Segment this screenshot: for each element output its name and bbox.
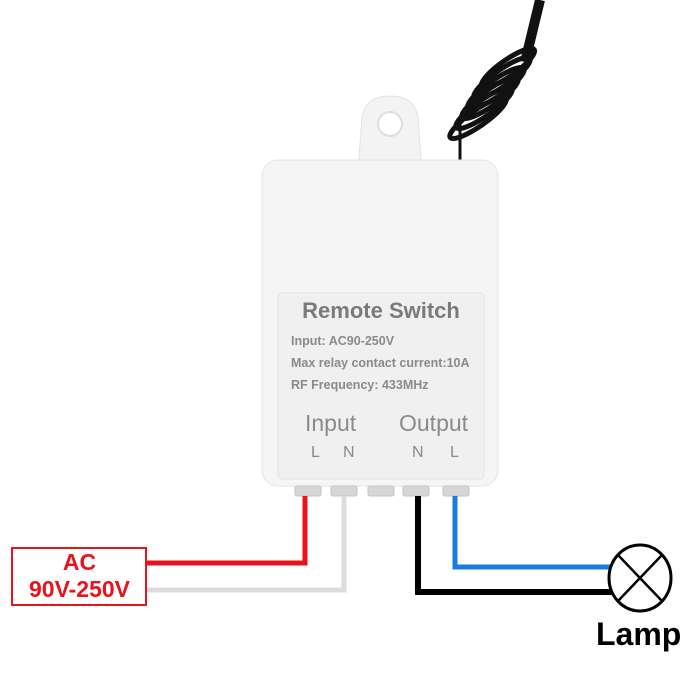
spec-frequency: RF Frequency: 433MHz bbox=[291, 378, 429, 392]
wire-live-out bbox=[452, 496, 612, 570]
power-source-box bbox=[11, 547, 147, 606]
pin-input-l: L bbox=[311, 444, 320, 461]
mounting-hole bbox=[377, 111, 403, 137]
power-source-voltage: 90V-250V bbox=[28, 576, 131, 602]
wire-neutral-in bbox=[147, 496, 347, 593]
spec-current: Max relay contact current:10A bbox=[291, 356, 470, 370]
lamp-icon bbox=[607, 543, 673, 613]
spec-input: Input: AC90-250V bbox=[291, 334, 395, 348]
input-label: Input bbox=[305, 410, 357, 436]
label-panel bbox=[277, 292, 485, 480]
output-label: Output bbox=[399, 410, 469, 436]
antenna-icon bbox=[447, 0, 545, 165]
power-source-label: AC bbox=[62, 549, 97, 575]
lamp-label: Lamp bbox=[596, 616, 682, 652]
terminals bbox=[294, 485, 470, 497]
pin-output-l: L bbox=[450, 444, 459, 461]
pin-input-n: N bbox=[343, 444, 355, 461]
wire-live-in bbox=[147, 496, 308, 566]
pin-output-n: N bbox=[412, 444, 424, 461]
wire-neutral-out bbox=[415, 496, 612, 595]
device-title: Remote Switch bbox=[302, 298, 460, 323]
